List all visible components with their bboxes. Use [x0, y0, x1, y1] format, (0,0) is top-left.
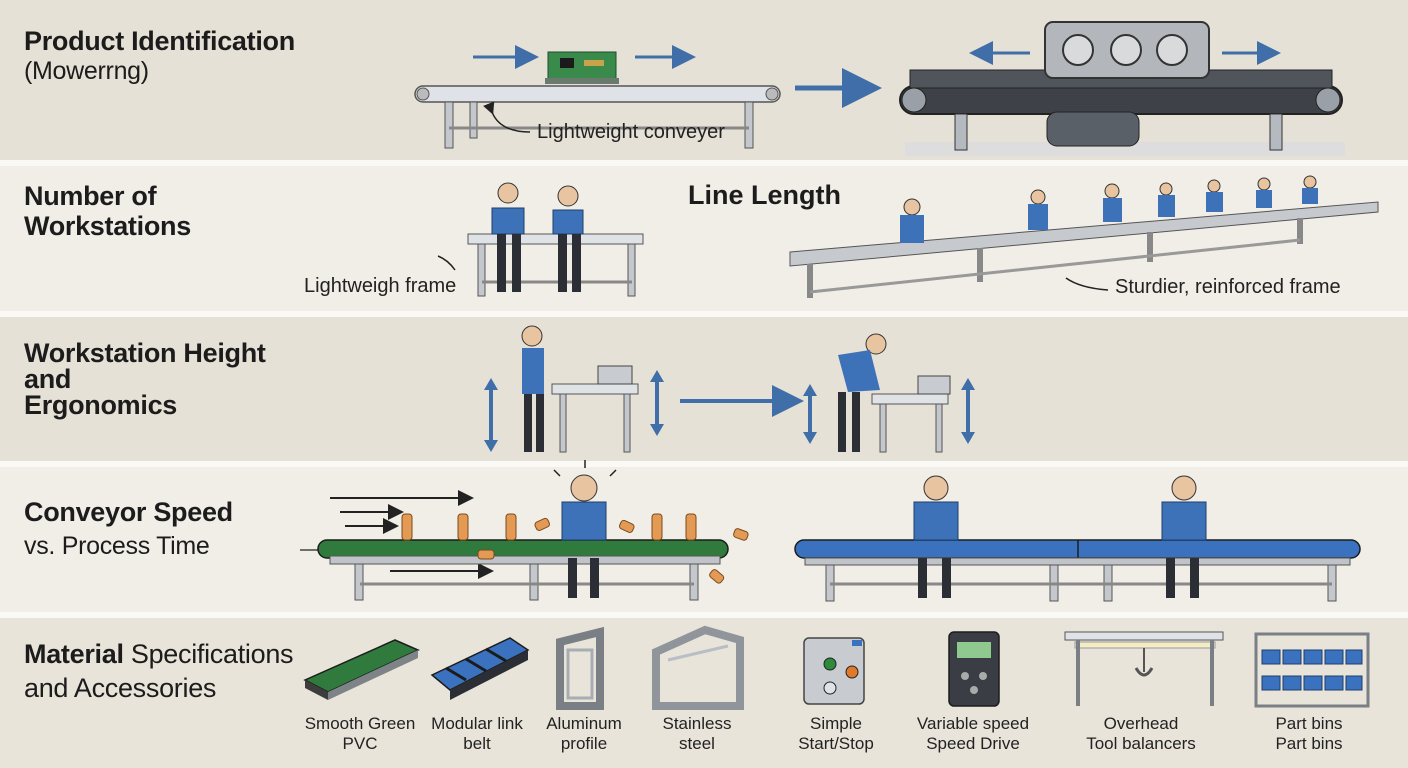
row-divider: [0, 160, 1408, 166]
title-text: Product Identification: [24, 26, 295, 56]
lightweigh-frame-label: Lightweigh frame: [304, 275, 457, 297]
caption-line: Variable speed: [916, 714, 1030, 733]
caption-line: Simple: [810, 714, 862, 733]
fast-green-conveyor: [300, 460, 749, 601]
caption-line: Overhead: [1103, 714, 1179, 733]
caption-line: PVC: [342, 734, 378, 753]
bent-worker-station: [803, 333, 975, 453]
title-line: Workstation Height: [24, 338, 266, 368]
vfd-drive-icon: [948, 631, 1000, 707]
title-line: Number of: [24, 181, 157, 211]
part-bins-icon: [1254, 632, 1370, 708]
row-workstations: [0, 166, 1408, 311]
height-ergonomics-title: Workstation Height and Ergonomics: [24, 338, 266, 420]
caption-line: Speed Drive: [926, 734, 1020, 753]
caption-line: Tool balancers: [1086, 734, 1196, 753]
long-line-conveyor: [789, 175, 1379, 298]
title-bold: Material: [24, 639, 124, 669]
start-stop-box-icon: [803, 637, 865, 705]
lightweight-conveyer-label: Lightweight conveyer: [537, 121, 725, 143]
caption-line: Modular link: [431, 714, 523, 733]
modular-link-belt-icon: [430, 637, 530, 700]
tool-balancer-icon: [1064, 631, 1224, 706]
materials-title: Material Specifications and Accessories: [24, 637, 294, 705]
row-divider: [0, 612, 1408, 618]
line-length-heading: Line Length: [688, 180, 841, 210]
balanced-blue-conveyor: [794, 475, 1361, 602]
heavy-conveyor: [899, 21, 1345, 156]
caption-line: Part bins: [1275, 734, 1343, 753]
title-rest: Specifications: [123, 639, 294, 669]
product-identification-title: Product Identification (Mowerrng): [24, 26, 295, 86]
caption-line: Smooth Green: [304, 714, 416, 733]
workstations-title: Number of Workstations: [24, 181, 191, 241]
title-line: and Accessories: [24, 673, 217, 703]
row-height-ergonomics: [0, 317, 1408, 461]
caption-line: belt: [463, 734, 491, 753]
subtitle-text: vs. Process Time: [24, 532, 210, 560]
upright-worker-station: [484, 325, 664, 453]
caption-line: Start/Stop: [798, 734, 874, 753]
row-divider: [0, 311, 1408, 317]
conveyor-speed-title: Conveyor Speed vs. Process Time: [24, 497, 233, 561]
caption-line: Stainless: [662, 714, 732, 733]
caption-line: profile: [560, 734, 608, 753]
title-line: and: [24, 364, 72, 394]
title-line: Conveyor Speed: [24, 497, 233, 527]
subtitle-text: (Mowerrng): [24, 57, 149, 85]
title-line: Ergonomics: [24, 390, 178, 420]
caption-line: steel: [679, 734, 715, 753]
title-line: Workstations: [24, 211, 191, 241]
two-worker-bench: [437, 182, 644, 297]
sturdier-frame-label: Sturdier, reinforced frame: [1115, 276, 1341, 298]
green-pvc-belt-icon: [303, 639, 420, 700]
aluminum-profile-icon: [556, 626, 604, 710]
row-divider: [0, 461, 1408, 467]
caption-line: Aluminum: [546, 714, 622, 733]
stainless-steel-icon: [652, 625, 744, 710]
light-conveyor: [414, 45, 781, 149]
caption-line: Part bins: [1275, 714, 1343, 733]
